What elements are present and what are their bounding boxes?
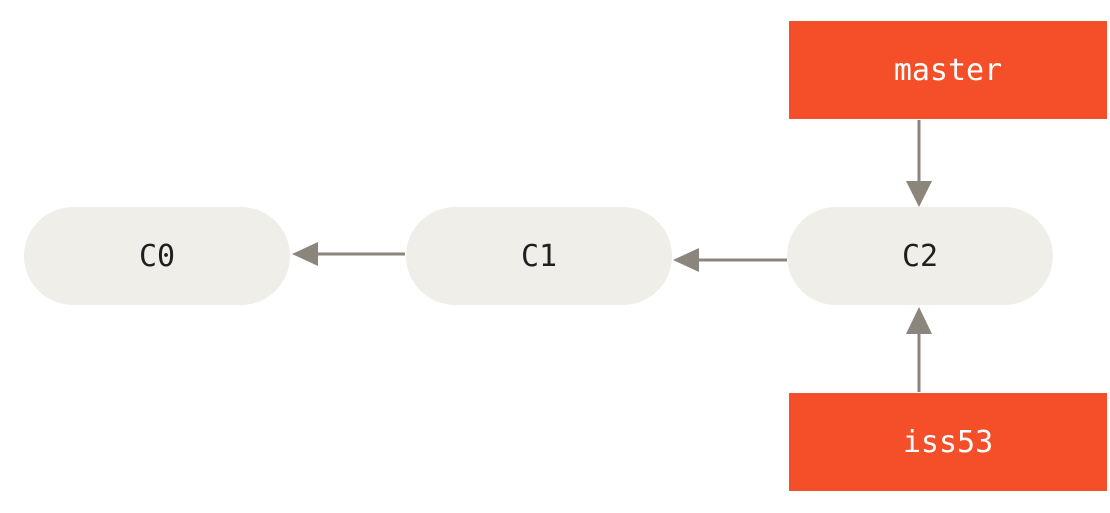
commit-c2: C2 (787, 207, 1053, 305)
commit-c0: C0 (24, 207, 290, 305)
arrow-master-to-c2-head (906, 181, 932, 207)
arrow-c2-to-c1-head (673, 248, 699, 272)
branch-iss53-label: iss53 (902, 424, 994, 460)
commit-c1-label: C1 (520, 238, 558, 274)
branch-master-label: master (893, 52, 1003, 88)
commit-c2-label: C2 (901, 238, 939, 274)
commit-c1: C1 (406, 207, 672, 305)
branch-master: master (789, 21, 1107, 119)
arrow-c1-to-c0-head (292, 242, 318, 266)
arrow-iss53-to-c2-head (906, 307, 932, 334)
commit-c0-label: C0 (138, 238, 176, 274)
branch-iss53: iss53 (789, 393, 1107, 491)
